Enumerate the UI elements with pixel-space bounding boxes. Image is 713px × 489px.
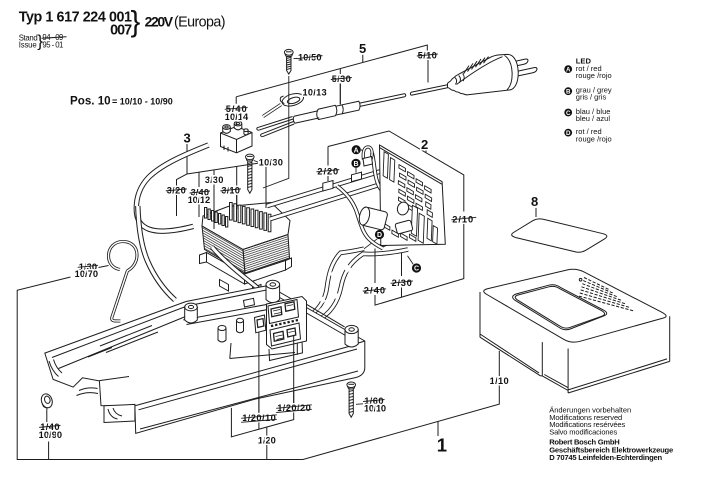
svg-text:3: 3 (184, 131, 191, 146)
svg-text:2/40: 2/40 (364, 286, 385, 296)
svg-text:2: 2 (421, 137, 428, 152)
svg-text:2/10: 2/10 (452, 214, 473, 224)
svg-text:B: B (353, 161, 358, 168)
svg-text:1: 1 (437, 435, 447, 456)
svg-text:Modifications resérvées: Modifications resérvées (549, 420, 625, 429)
svg-text:1/60: 1/60 (364, 396, 383, 406)
svg-text:Pos. 10: Pos. 10 (70, 95, 111, 108)
svg-text:10/70: 10/70 (75, 269, 99, 279)
svg-text:bleu / azul: bleu / azul (576, 114, 611, 123)
svg-text:10/90: 10/90 (39, 430, 63, 440)
svg-text:2/20: 2/20 (317, 166, 338, 176)
svg-text:1/30: 1/30 (79, 262, 97, 272)
svg-text:(Europa): (Europa) (174, 15, 226, 31)
svg-text:B: B (566, 89, 571, 96)
svg-text:D: D (566, 130, 571, 137)
svg-text:A: A (566, 67, 571, 74)
svg-text:rot / red: rot / red (576, 64, 602, 73)
svg-text:LED: LED (576, 57, 592, 66)
svg-text:Typ 1 617 224 001: Typ 1 617 224 001 (19, 10, 132, 26)
svg-text:Stand: Stand (19, 33, 38, 42)
svg-text:10/14: 10/14 (225, 112, 249, 122)
svg-text:A: A (354, 147, 359, 154)
svg-text:1/20/20: 1/20/20 (277, 403, 311, 413)
svg-text:10/12: 10/12 (188, 195, 211, 205)
svg-text:007: 007 (110, 23, 132, 39)
svg-text:Robert Bosch GmbH: Robert Bosch GmbH (549, 438, 620, 447)
svg-text:Geschäftsbereich Elektrowerkze: Geschäftsbereich Elektrowerkzeuge (549, 445, 673, 454)
svg-text:grau / grey: grau / grey (576, 86, 612, 95)
svg-text:1/40: 1/40 (40, 422, 59, 432)
svg-text:220V: 220V (145, 14, 174, 30)
svg-text:3/40: 3/40 (191, 188, 209, 198)
svg-text:8: 8 (531, 194, 538, 209)
svg-text:3/30: 3/30 (205, 175, 224, 185)
svg-text:1/20/10: 1/20/10 (242, 413, 276, 423)
svg-text:= 10/10 - 10/90: = 10/10 - 10/90 (112, 97, 173, 107)
svg-text:rot / red: rot / red (576, 127, 602, 136)
svg-text:C: C (566, 110, 571, 117)
svg-text:Issue: Issue (19, 41, 37, 50)
svg-text:rouge /rojo: rouge /rojo (576, 71, 612, 80)
svg-text:5/40: 5/40 (226, 104, 247, 114)
svg-text:3/10: 3/10 (221, 185, 240, 195)
svg-text:10/30: 10/30 (259, 158, 283, 168)
svg-text:95 - 01: 95 - 01 (42, 40, 63, 49)
svg-text:rouge /rojo: rouge /rojo (576, 134, 612, 143)
svg-text:Änderungen vorbehalten: Änderungen vorbehalten (549, 406, 631, 415)
svg-text:blau / blue: blau / blue (576, 107, 611, 116)
svg-text:5: 5 (359, 41, 366, 56)
svg-text:D 70745 Leinfelden-Echterdinge: D 70745 Leinfelden-Echterdingen (549, 453, 662, 462)
svg-text:gris / gris: gris / gris (576, 93, 607, 102)
svg-text:10/13: 10/13 (303, 88, 327, 98)
svg-text:D: D (377, 232, 382, 239)
svg-text:5/10: 5/10 (418, 51, 437, 61)
svg-text:}: } (37, 32, 43, 51)
svg-text:Modifications reserved: Modifications reserved (549, 413, 622, 422)
svg-text:5/30: 5/30 (332, 74, 351, 84)
svg-text:1/20: 1/20 (258, 435, 276, 445)
svg-text:3/20: 3/20 (167, 185, 186, 195)
svg-text:}: } (131, 6, 141, 39)
svg-text:C: C (414, 266, 419, 273)
svg-text:10/10: 10/10 (364, 403, 386, 413)
svg-text:1/10: 1/10 (490, 376, 509, 386)
svg-text:2/30: 2/30 (392, 278, 412, 288)
svg-text:Salvo modificaciones: Salvo modificaciones (549, 427, 617, 436)
